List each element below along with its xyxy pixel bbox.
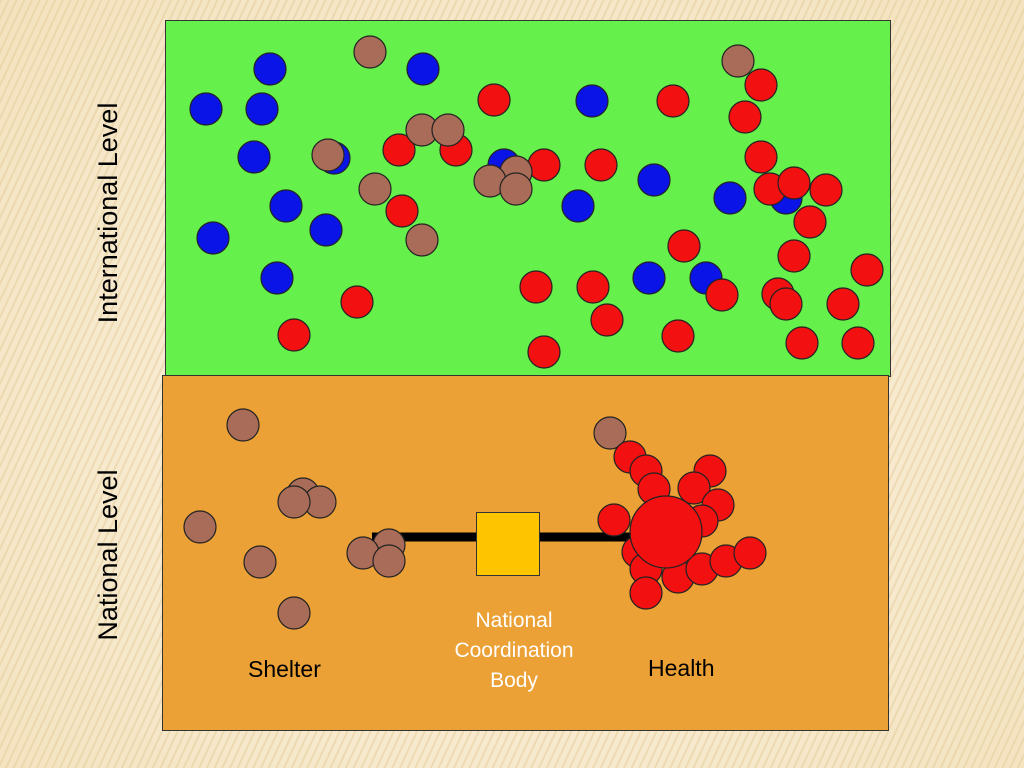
brown-actor xyxy=(183,510,217,544)
red-actor xyxy=(733,536,767,570)
red-actor xyxy=(385,194,419,228)
blue-actor xyxy=(269,189,303,223)
red-actor xyxy=(826,287,860,321)
blue-actor xyxy=(245,92,279,126)
red-actor xyxy=(744,140,778,174)
red-actor xyxy=(629,576,663,610)
brown-actor xyxy=(431,113,465,147)
red-actor xyxy=(597,503,631,537)
brown-actor xyxy=(226,408,260,442)
red-actor xyxy=(527,148,561,182)
red-actor xyxy=(841,326,875,360)
blue-actor xyxy=(561,189,595,223)
blue-actor xyxy=(637,163,671,197)
national-coordination-body-label: National Coordination Body xyxy=(434,606,594,696)
blue-actor xyxy=(575,84,609,118)
blue-actor xyxy=(632,261,666,295)
blue-actor xyxy=(309,213,343,247)
ncb-line-2: Coordination xyxy=(454,639,574,662)
shelter-cluster xyxy=(183,408,406,630)
shelter-label: Shelter xyxy=(248,656,321,682)
ncb-line-1: National xyxy=(475,609,553,632)
blue-actor xyxy=(713,181,747,215)
blue-actor xyxy=(253,52,287,86)
ncb-line-3: Body xyxy=(490,669,538,692)
health-lead-actor xyxy=(629,495,703,569)
brown-actor xyxy=(358,172,392,206)
brown-actor xyxy=(311,138,345,172)
blue-actor xyxy=(260,261,294,295)
red-actor xyxy=(277,318,311,352)
brown-actor xyxy=(721,44,755,78)
red-actor xyxy=(590,303,624,337)
red-actor xyxy=(777,166,811,200)
red-actor xyxy=(744,68,778,102)
red-actor xyxy=(656,84,690,118)
red-actor xyxy=(785,326,819,360)
red-actor xyxy=(677,471,711,505)
red-actor xyxy=(793,205,827,239)
brown-actor xyxy=(372,544,406,578)
red-actor xyxy=(850,253,884,287)
red-actor xyxy=(340,285,374,319)
international-red-actors xyxy=(277,68,884,369)
red-actor xyxy=(519,270,553,304)
brown-actor xyxy=(353,35,387,69)
red-actor xyxy=(527,335,561,369)
red-actor xyxy=(705,278,739,312)
red-actor xyxy=(728,100,762,134)
brown-actor xyxy=(277,596,311,630)
blue-actor xyxy=(189,92,223,126)
red-actor xyxy=(477,83,511,117)
brown-actor xyxy=(277,485,311,519)
red-actor xyxy=(667,229,701,263)
red-actor xyxy=(769,287,803,321)
blue-actor xyxy=(406,52,440,86)
red-actor xyxy=(809,173,843,207)
red-actor xyxy=(777,239,811,273)
red-actor xyxy=(382,133,416,167)
health-cluster xyxy=(593,416,767,610)
brown-actor xyxy=(243,545,277,579)
brown-actor xyxy=(405,223,439,257)
national-coordination-body-box xyxy=(476,512,540,576)
red-actor xyxy=(576,270,610,304)
blue-actor xyxy=(237,140,271,174)
international-brown-actors xyxy=(311,35,755,257)
blue-actor xyxy=(196,221,230,255)
red-actor xyxy=(584,148,618,182)
brown-actor xyxy=(499,172,533,206)
brown-actor xyxy=(593,416,627,450)
red-actor xyxy=(661,319,695,353)
health-label: Health xyxy=(648,655,715,681)
